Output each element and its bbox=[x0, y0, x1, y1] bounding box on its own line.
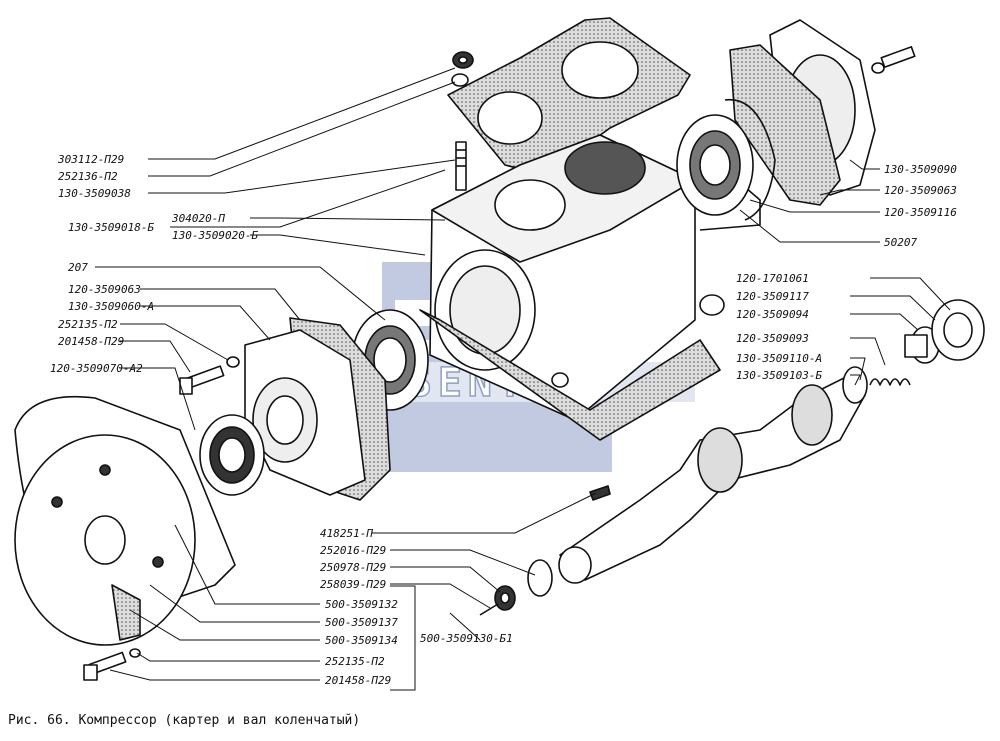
stud-130-3509038 bbox=[455, 141, 467, 191]
label-252135-upper: 252135-П2 bbox=[58, 318, 118, 331]
label-130-3509090: 130-3509090 bbox=[884, 163, 957, 176]
callout-labels: 303112-П29 252136-П2 130-3509038 130-350… bbox=[50, 153, 957, 687]
key-418251 bbox=[589, 485, 611, 501]
pulley-500-3509132 bbox=[14, 395, 236, 646]
label-130-3509103: 130-3509103-Б bbox=[736, 369, 822, 382]
spring-120-3509093 bbox=[869, 378, 911, 386]
label-201458-lower: 201458-П29 bbox=[325, 674, 391, 687]
label-130-3509038: 130-3509038 bbox=[58, 187, 131, 200]
label-120-3509093: 120-3509093 bbox=[736, 332, 809, 345]
label-130-3509110: 130-3509110-А bbox=[736, 352, 822, 365]
label-252136: 252136-П2 bbox=[58, 170, 118, 183]
label-303112: 303112-П29 bbox=[57, 153, 124, 166]
label-120-3509070: 120-3509070-А2 bbox=[50, 362, 143, 375]
label-130-3509060: 130-3509060-А bbox=[68, 300, 154, 313]
label-304020: 304020-П bbox=[171, 212, 225, 225]
label-258039: 258039-П29 bbox=[320, 578, 386, 591]
label-418251: 418251-П bbox=[320, 527, 373, 540]
crankcase-body bbox=[419, 134, 761, 441]
label-120-3509063-right: 120-3509063 bbox=[884, 184, 957, 197]
nut-303112 bbox=[452, 51, 474, 69]
cotter-pin-258039 bbox=[479, 603, 499, 616]
washer-252136 bbox=[451, 73, 469, 87]
washer-252135-lower bbox=[129, 648, 141, 658]
label-130-3509018: 130-3509018-Б bbox=[68, 221, 154, 234]
label-130-3509020: 130-3509020-Б bbox=[172, 229, 258, 242]
label-500-3509137: 500-3509137 bbox=[325, 616, 398, 629]
label-500-3509134: 500-3509134 bbox=[325, 634, 398, 647]
nut-250978 bbox=[494, 585, 516, 611]
bolt-201458-lower bbox=[83, 651, 127, 681]
top-gasket bbox=[447, 17, 691, 176]
cover-130-3509060 bbox=[244, 329, 366, 496]
label-120-3509094: 120-3509094 bbox=[736, 308, 809, 321]
bolt-201458-upper bbox=[179, 365, 225, 395]
label-50207: 50207 bbox=[884, 236, 917, 249]
label-207: 207 bbox=[68, 261, 88, 274]
leader-lines bbox=[95, 67, 951, 691]
label-250978: 250978-П29 bbox=[320, 561, 386, 574]
label-500-3509130: 500-3509130-Б1 bbox=[420, 632, 513, 645]
coupling-120-1701061 bbox=[931, 299, 985, 361]
label-252016: 252016-П29 bbox=[320, 544, 386, 557]
washer-252016 bbox=[527, 559, 553, 597]
label-500-3509132: 500-3509132 bbox=[325, 598, 398, 611]
washer-252135-upper bbox=[226, 356, 240, 368]
label-201458-upper: 201458-П29 bbox=[58, 335, 124, 348]
bolt-top-right bbox=[871, 46, 916, 74]
label-120-3509063-left: 120-3509063 bbox=[68, 283, 141, 296]
seal-left bbox=[199, 414, 265, 496]
label-120-1701061: 120-1701061 bbox=[736, 272, 809, 285]
figure-caption: Рис. 66. Компрессор (картер и вал коленч… bbox=[8, 713, 361, 728]
label-252135-lower: 252135-П2 bbox=[325, 655, 385, 668]
label-120-3509117: 120-3509117 bbox=[736, 290, 809, 303]
ring-120-3509116 bbox=[724, 98, 776, 221]
bearing-50207 bbox=[676, 114, 754, 216]
label-120-3509116: 120-3509116 bbox=[884, 206, 957, 219]
